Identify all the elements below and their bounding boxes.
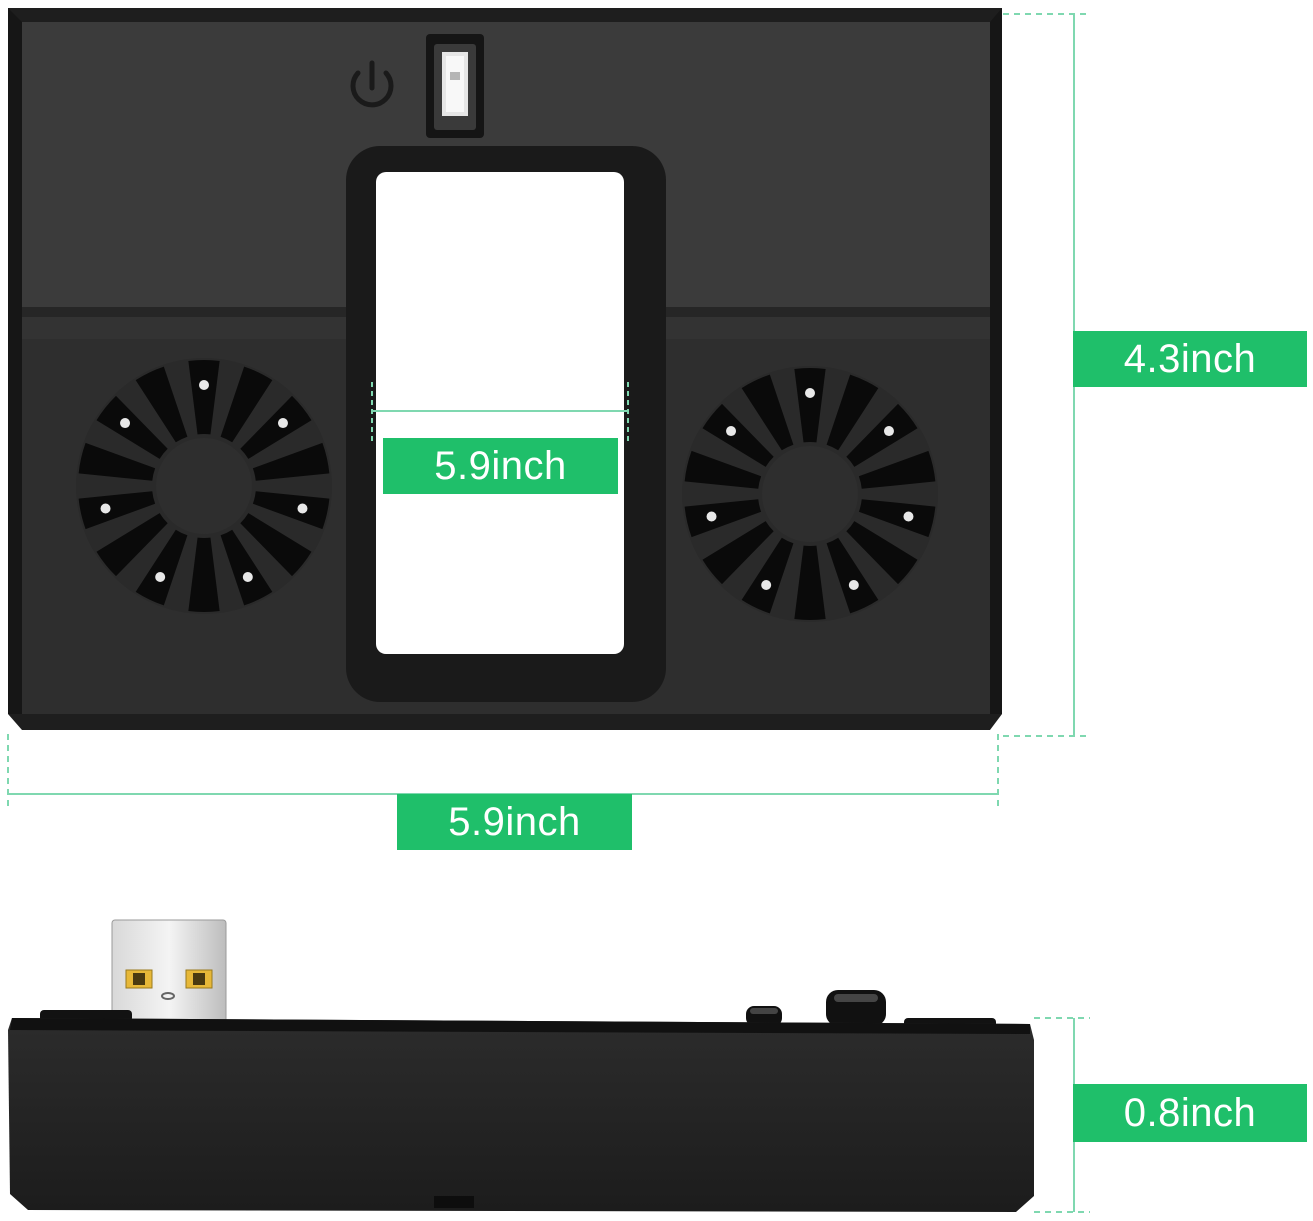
fan-blade-glint [242, 571, 253, 582]
fan-vent-slot [252, 491, 330, 530]
fan-vent-slot [78, 442, 156, 481]
power-icon[interactable] [350, 60, 394, 108]
usb-port-icon[interactable] [426, 34, 484, 138]
fan-blade-glint [706, 511, 717, 522]
fan-vent-slot [188, 537, 220, 612]
fan-vent-slot [846, 403, 918, 467]
fan-vent-slot [858, 450, 936, 489]
fan-vent-slot [96, 395, 168, 459]
fan-hub [762, 446, 858, 542]
fan-blade-glint [848, 579, 859, 590]
fan-vent-slot [252, 442, 330, 481]
fan-vent-slot [684, 499, 762, 538]
fan-vent-slot [96, 513, 168, 577]
thickness-label: 0.8inch [1073, 1084, 1307, 1142]
fan-vent-slot [220, 366, 273, 443]
fan-blade-glint [297, 503, 308, 514]
inner-width-label: 5.9inch [383, 438, 618, 494]
fan-blade-glint [199, 380, 209, 390]
fan-vent-slot [135, 366, 188, 443]
switch-knob-icon [746, 990, 886, 1026]
usb-plug-icon [111, 919, 227, 1023]
fan-blade-glint [805, 388, 815, 398]
fan-blade-glint [277, 418, 288, 429]
cooler-side-view [8, 919, 1034, 1212]
fan-blade-glint [903, 511, 914, 522]
fan-vent-slot [220, 529, 273, 606]
cooler-top-view [8, 8, 1002, 730]
fan-vent-slot [684, 450, 762, 489]
fan-vent-slot [741, 537, 794, 614]
fan-vent-slot [702, 403, 774, 467]
fan-vent-slot [858, 499, 936, 538]
fan-blade-glint [726, 426, 737, 437]
fan-vent-slot [826, 537, 879, 614]
fan-vent-slot [702, 521, 774, 585]
fan-vent-slot [78, 491, 156, 530]
fan-right [682, 366, 938, 622]
fan-blade-glint [120, 418, 131, 429]
fan-vent-slot [135, 529, 188, 606]
fan-left [76, 358, 332, 614]
fan-vent-slot [846, 521, 918, 585]
fan-hub [156, 438, 252, 534]
fan-blade-glint [883, 426, 894, 437]
fan-vent-slot [794, 368, 826, 443]
fan-vent-slot [794, 545, 826, 620]
width-label: 5.9inch [397, 794, 632, 850]
height-label: 4.3inch [1073, 331, 1307, 387]
fan-blade-glint [100, 503, 111, 514]
fan-vent-slot [240, 513, 312, 577]
fan-vent-slot [240, 395, 312, 459]
fan-vent-slot [826, 374, 879, 451]
fan-blade-glint [761, 579, 772, 590]
center-opening [376, 172, 624, 654]
fan-blade-glint [155, 571, 166, 582]
fan-vent-slot [741, 374, 794, 451]
fan-vent-slot [188, 360, 220, 435]
